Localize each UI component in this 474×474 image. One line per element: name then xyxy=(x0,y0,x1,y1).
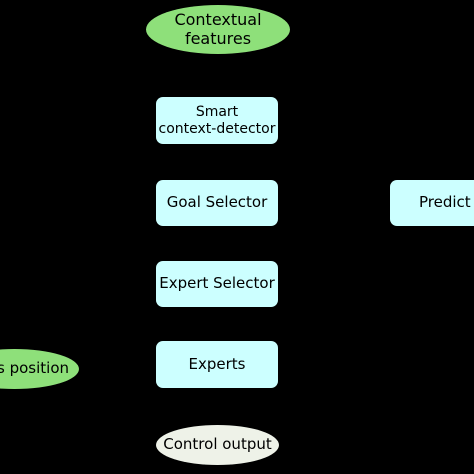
goal-selector-node: Goal Selector xyxy=(156,180,278,226)
smart-context-detector-label-line1: Smart xyxy=(195,104,239,121)
smart-context-detector-node: Smart context-detector xyxy=(156,97,278,144)
predict-node: Predict xyxy=(390,180,474,226)
expert-selector-label: Expert Selector xyxy=(159,274,275,293)
smart-context-detector-label-line2: context-detector xyxy=(158,120,276,137)
position-label: s position xyxy=(0,359,69,378)
contextual-features-node: Contextual features xyxy=(146,5,290,54)
control-output-label: Control output xyxy=(163,435,272,454)
contextual-features-label-line1: Contextual xyxy=(174,10,262,30)
predict-label: Predict xyxy=(419,193,471,212)
goal-selector-label: Goal Selector xyxy=(166,193,268,212)
contextual-features-label-line2: features xyxy=(184,28,252,48)
expert-selector-node: Expert Selector xyxy=(156,261,278,307)
control-output-node: Control output xyxy=(156,425,279,465)
experts-node: Experts xyxy=(156,341,278,388)
experts-label: Experts xyxy=(188,354,246,373)
position-node: s position xyxy=(0,349,79,389)
